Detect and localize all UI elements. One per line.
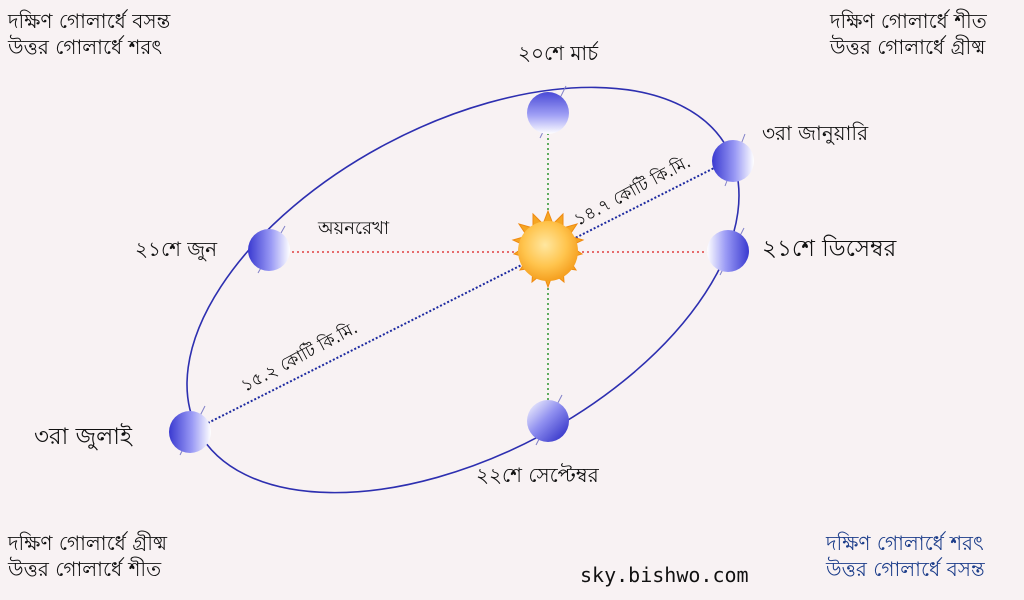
bottom-right-season: দক্ষিণ গোলার্ধে শরৎ উত্তর গোলার্ধে বসন্ত [826, 530, 985, 582]
bottom-right-line-2: উত্তর গোলার্ধে বসন্ত [826, 557, 985, 581]
perihelion-distance-label: ১৪.৭ কোটি কি.মি. [570, 151, 694, 230]
orbit-ellipse [186, 86, 740, 494]
top-left-line-2: উত্তর গোলার্ধে শরৎ [8, 35, 163, 59]
date-july-label: ৩রা জুলাই [34, 424, 132, 450]
sun-icon [511, 209, 585, 289]
top-right-season: দক্ষিণ গোলার্ধে শীত উত্তর গোলার্ধে গ্রীষ… [830, 8, 987, 60]
top-right-line-1: দক্ষিণ গোলার্ধে শীত [830, 9, 987, 33]
bottom-left-line-1: দক্ষিণ গোলার্ধে গ্রীষ্ম [8, 531, 168, 555]
bottom-right-line-1: দক্ষিণ গোলার্ধে শরৎ [826, 531, 984, 555]
earth-december-icon [707, 227, 749, 276]
top-left-season: দক্ষিণ গোলার্ধে বসন্ত উত্তর গোলার্ধে শরৎ [8, 8, 170, 60]
date-march-label: ২০শে মার্চ [518, 41, 599, 65]
date-september-label: ২২শে সেপ্টেম্বর [476, 463, 599, 487]
top-right-line-2: উত্তর গোলার্ধে গ্রীষ্ম [830, 35, 986, 59]
bottom-left-line-2: উত্তর গোলার্ধে শীত [8, 557, 162, 581]
earth-march-icon [527, 85, 569, 139]
date-december-label: ২১শে ডিসেম্বর [762, 236, 897, 262]
bottom-left-season: দক্ষিণ গোলার্ধে গ্রীষ্ম উত্তর গোলার্ধে শ… [8, 530, 167, 582]
major-axis-line [189, 159, 731, 433]
earth-july-icon [169, 405, 211, 456]
aphelion-distance-label: ১৫.২ কোটি কি.মি. [237, 317, 361, 396]
earth-june-icon [248, 225, 290, 274]
earth-september-icon [527, 394, 569, 446]
website-url: sky.bishwo.com [580, 563, 749, 587]
date-january-label: ৩রা জানুয়ারি [762, 121, 869, 145]
orbit-label: অয়নরেখা [318, 218, 390, 239]
earth-january-icon [712, 133, 754, 187]
date-june-label: ২১শে জুন [135, 237, 218, 261]
top-left-line-1: দক্ষিণ গোলার্ধে বসন্ত [8, 9, 171, 33]
